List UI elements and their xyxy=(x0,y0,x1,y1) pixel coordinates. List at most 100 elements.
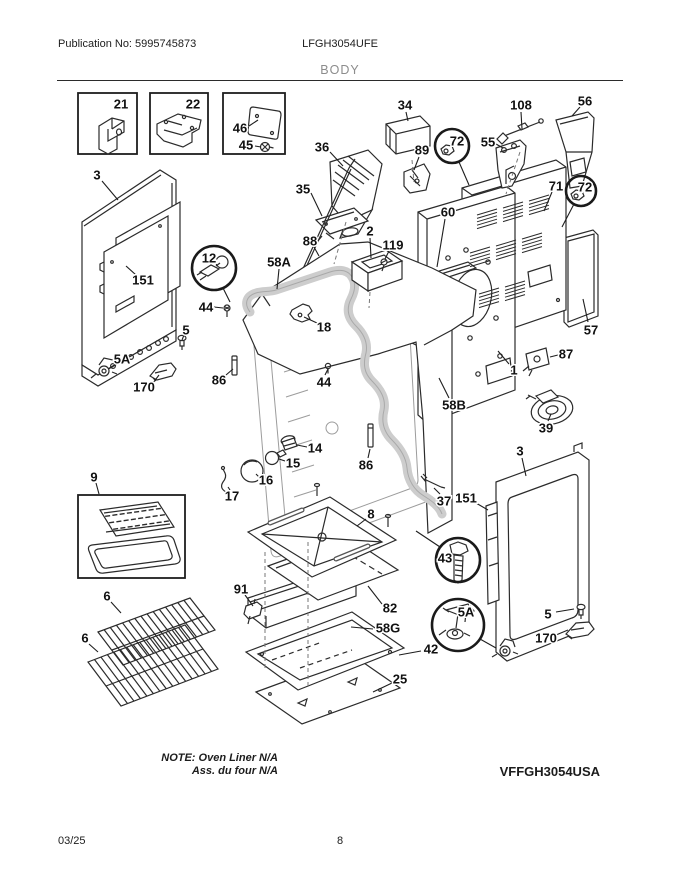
part-151-strip-right xyxy=(485,501,500,605)
footer-page-number: 8 xyxy=(336,835,344,847)
diagram-id: VFFGH3054USA xyxy=(499,764,600,779)
oven-liner-note: NOTE: Oven Liner N/A Ass. du four N/A xyxy=(161,752,278,778)
part-89-bracket xyxy=(403,163,431,194)
leader-72 xyxy=(458,161,470,186)
part-5A-leg-right xyxy=(491,638,519,658)
leader-58B xyxy=(438,377,450,399)
callout-72-28: 72 xyxy=(578,180,592,195)
part-119-clip xyxy=(380,258,388,272)
part-5A-leg-left xyxy=(90,357,118,379)
leader-36 xyxy=(329,151,344,167)
leader-25 xyxy=(372,682,393,693)
header-rule xyxy=(57,80,623,81)
callout-46-2: 46 xyxy=(233,121,247,136)
part-18-latch xyxy=(289,303,313,323)
detail-circle-72 xyxy=(433,127,471,165)
callout-34-20: 34 xyxy=(398,98,413,113)
callout-58B-33: 58B xyxy=(442,398,466,413)
section-title: BODY xyxy=(320,63,360,77)
part-108-sensor xyxy=(488,118,544,145)
callout-45-3: 45 xyxy=(239,138,253,153)
leader-35 xyxy=(310,192,323,217)
part-5-screw-right xyxy=(576,603,586,619)
leader-5 xyxy=(181,334,185,341)
leader-58A xyxy=(276,268,280,290)
detail-circle-72 xyxy=(564,174,598,208)
callout-71-27: 71 xyxy=(549,179,563,194)
part-91-bracket xyxy=(243,598,263,625)
part-17-wire-clip xyxy=(220,465,227,493)
leader-82 xyxy=(367,585,383,605)
leader-43 xyxy=(415,530,441,548)
callout-60-22: 60 xyxy=(441,205,455,220)
part-5-screw-left xyxy=(177,334,187,350)
part-8-oven-bottom xyxy=(246,482,398,578)
callout-72-23: 72 xyxy=(450,134,464,149)
assembly-alignment-lines xyxy=(264,151,521,686)
leader-56 xyxy=(571,106,581,117)
callout-6-42: 6 xyxy=(81,631,88,646)
note-line-2: Ass. du four N/A xyxy=(191,765,278,777)
callout-87-31: 87 xyxy=(559,347,573,362)
part-170-bracket-left xyxy=(149,362,177,382)
part-57-panel xyxy=(563,229,599,328)
callout-44-15: 44 xyxy=(317,375,332,390)
leader-60 xyxy=(436,218,446,268)
callout-18-14: 18 xyxy=(317,320,331,335)
part-14-lamp-socket xyxy=(280,435,298,451)
callout-16-36: 16 xyxy=(259,473,273,488)
part-39-igniter-coil xyxy=(525,389,574,425)
leader-39 xyxy=(547,413,552,422)
callout-39-32: 39 xyxy=(539,421,553,436)
model-number: LFGH3054UFE xyxy=(302,38,378,50)
leader-87 xyxy=(549,354,559,358)
callout-91-43: 91 xyxy=(234,582,248,597)
part-15-bulb xyxy=(264,449,287,466)
part-170-bracket-right xyxy=(565,621,595,640)
callout-57-29: 57 xyxy=(584,323,598,338)
leader-151 xyxy=(475,502,489,511)
detail-circle-5A xyxy=(430,597,486,653)
leader-57 xyxy=(582,298,589,323)
callout-170-8: 170 xyxy=(133,380,155,395)
callout-3-50: 3 xyxy=(516,444,523,459)
callout-86-38: 86 xyxy=(359,458,373,473)
publication-number: Publication No: 5995745873 xyxy=(58,38,197,50)
callout-170-54: 170 xyxy=(535,631,557,646)
leader-18 xyxy=(303,316,318,324)
callout-1-30: 1 xyxy=(510,363,517,378)
detail-circle-12 xyxy=(190,244,238,292)
callout-25-47: 25 xyxy=(393,672,407,687)
note-line-1: NOTE: Oven Liner N/A xyxy=(161,752,278,764)
part-87-plate xyxy=(522,347,550,377)
leader-17 xyxy=(227,486,231,491)
part-55-bracket xyxy=(495,139,527,189)
callout-56-26: 56 xyxy=(578,94,592,109)
leader-6 xyxy=(110,601,122,614)
part-37-screw xyxy=(420,473,446,489)
part-21-spacer xyxy=(98,117,125,155)
leader-5A xyxy=(107,363,117,370)
leader-44 xyxy=(213,306,224,309)
part-3-left-side-panel xyxy=(81,169,181,387)
callout-151-5: 151 xyxy=(132,273,154,288)
part-44-screws xyxy=(223,304,332,374)
footer-date: 03/25 xyxy=(58,835,86,847)
part-42-bottom-pan xyxy=(244,611,406,691)
leader-44 xyxy=(324,368,329,376)
callout-55-25: 55 xyxy=(481,135,495,150)
callout-3-4: 3 xyxy=(93,168,100,183)
leader-37 xyxy=(433,487,441,495)
callout-58A-12: 58A xyxy=(267,255,291,270)
part-43-bolt xyxy=(449,541,469,584)
callout-151-49: 151 xyxy=(455,491,477,506)
leader-34 xyxy=(405,111,409,122)
leader-15 xyxy=(278,458,286,462)
callout-12-10: 12 xyxy=(202,251,216,266)
callout-6-41: 6 xyxy=(103,589,110,604)
leader-9 xyxy=(95,482,100,495)
callout-37-48: 37 xyxy=(437,494,451,509)
callout-35-18: 35 xyxy=(296,182,310,197)
leader-170 xyxy=(555,629,569,636)
